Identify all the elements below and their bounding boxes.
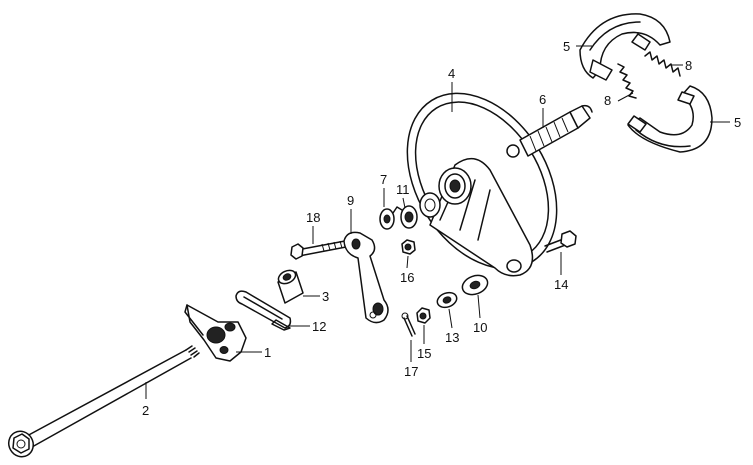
callout-18: 18 (306, 210, 320, 225)
part-4-brake-panel (377, 66, 588, 296)
part-12-chain-adjuster (236, 291, 290, 330)
callout-5-lower: 5 (734, 115, 741, 130)
callout-9: 9 (347, 193, 354, 208)
part-5-lower-brake-shoe (628, 86, 712, 152)
part-15-nut (417, 308, 430, 323)
part-2-axle (4, 346, 199, 461)
part-18-bolt (291, 241, 346, 259)
callout-1: 1 (264, 345, 271, 360)
callout-14: 14 (554, 277, 568, 292)
leader-lines (146, 46, 730, 399)
part-11-indicator-washer (393, 206, 417, 228)
callout-5-upper: 5 (563, 39, 570, 54)
part-3-collar (276, 268, 303, 303)
part-6-brake-cam (520, 106, 592, 156)
callout-13: 13 (445, 330, 459, 345)
part-7-dust-seal (380, 209, 394, 229)
callout-10: 10 (473, 320, 487, 335)
part-10-washer (460, 272, 491, 298)
part-8-spring-lower (618, 64, 636, 98)
callout-16: 16 (400, 270, 414, 285)
part-13-washer (435, 290, 459, 310)
callout-17: 17 (404, 364, 418, 379)
part-16-nut (402, 240, 415, 254)
part-8-spring-upper (645, 52, 680, 76)
part-14-bolt (545, 231, 576, 252)
callout-15: 15 (417, 346, 431, 361)
part-9-brake-arm (344, 232, 388, 322)
callout-8-upper: 8 (685, 58, 692, 73)
callout-3: 3 (322, 289, 329, 304)
callout-6: 6 (539, 92, 546, 107)
callout-2: 2 (142, 403, 149, 418)
callout-11: 11 (396, 182, 410, 197)
part-1-adjuster-plate (185, 305, 246, 361)
callout-8-lower: 8 (604, 93, 611, 108)
callout-4: 4 (448, 66, 455, 81)
part-17-cotter-pin (402, 313, 415, 336)
callout-7: 7 (380, 172, 387, 187)
callout-labels: 1 2 3 4 5 5 6 7 8 8 9 10 11 12 13 14 15 … (142, 39, 741, 418)
part-5-upper-brake-shoe (580, 14, 670, 80)
callout-12: 12 (312, 319, 326, 334)
